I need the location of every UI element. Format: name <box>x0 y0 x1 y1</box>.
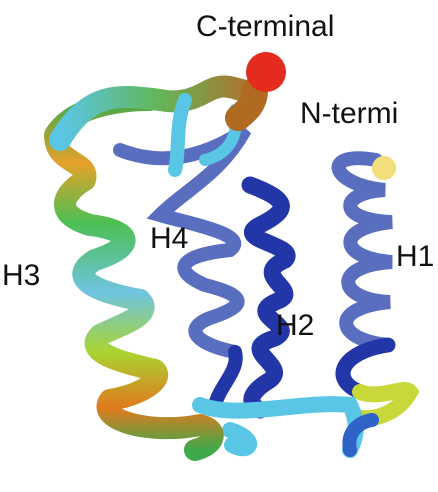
c-terminal-label: C-terminal <box>196 10 334 43</box>
helix-h2 <box>241 176 296 419</box>
h2-label: H2 <box>276 309 314 342</box>
helix-h1 <box>331 151 420 427</box>
h4-label: H4 <box>150 222 188 255</box>
bottom-loop <box>192 396 379 458</box>
top-loop <box>49 75 268 177</box>
n-terminal-label: N-termi <box>300 97 398 130</box>
h1-label: H1 <box>396 240 434 273</box>
helix-h4 <box>113 124 252 412</box>
c-terminal-cap <box>246 52 286 92</box>
h3-label: H3 <box>2 259 40 292</box>
n-terminal-cap <box>372 156 396 180</box>
helix-h3 <box>44 89 224 461</box>
